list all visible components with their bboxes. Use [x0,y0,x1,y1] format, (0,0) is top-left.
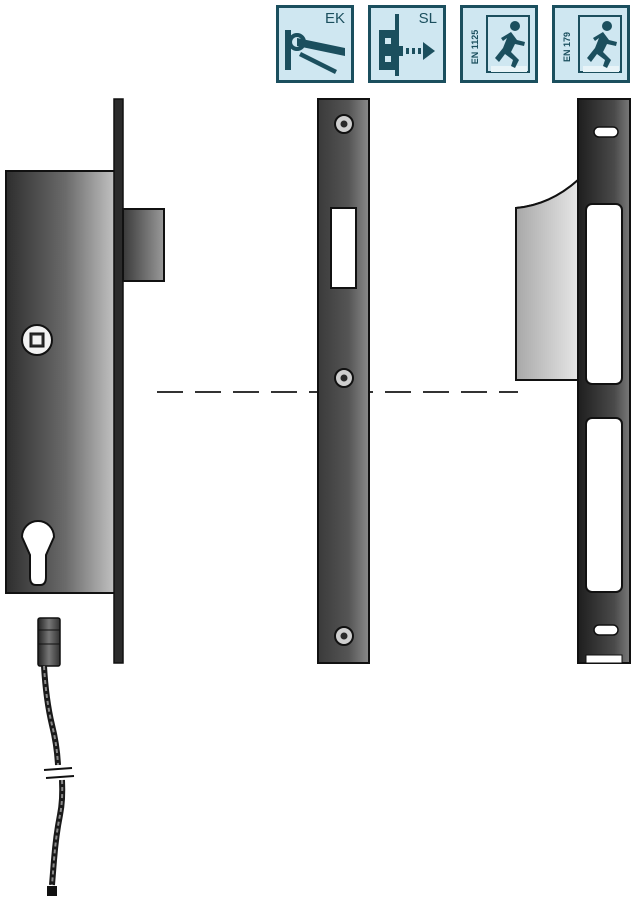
badge-label: SL [418,10,437,27]
emergency-exit-runner-icon [578,15,622,73]
connection-cable [37,617,75,896]
latch-slide-icon [379,14,435,76]
badge-ek: EK [276,5,354,83]
emergency-exit-runner-icon [486,15,530,73]
badge-sl: SL [368,5,446,83]
badge-en1125: EN 1125 [460,5,538,83]
lock-case [5,98,165,664]
door-handle-icon [285,30,345,74]
spindle-hole [21,324,53,356]
cylinder-cutout [20,520,56,586]
faceplate [317,98,370,664]
badge-en179: EN 179 [552,5,630,83]
strike-plate [515,98,631,664]
badge-label: EK [324,10,345,27]
